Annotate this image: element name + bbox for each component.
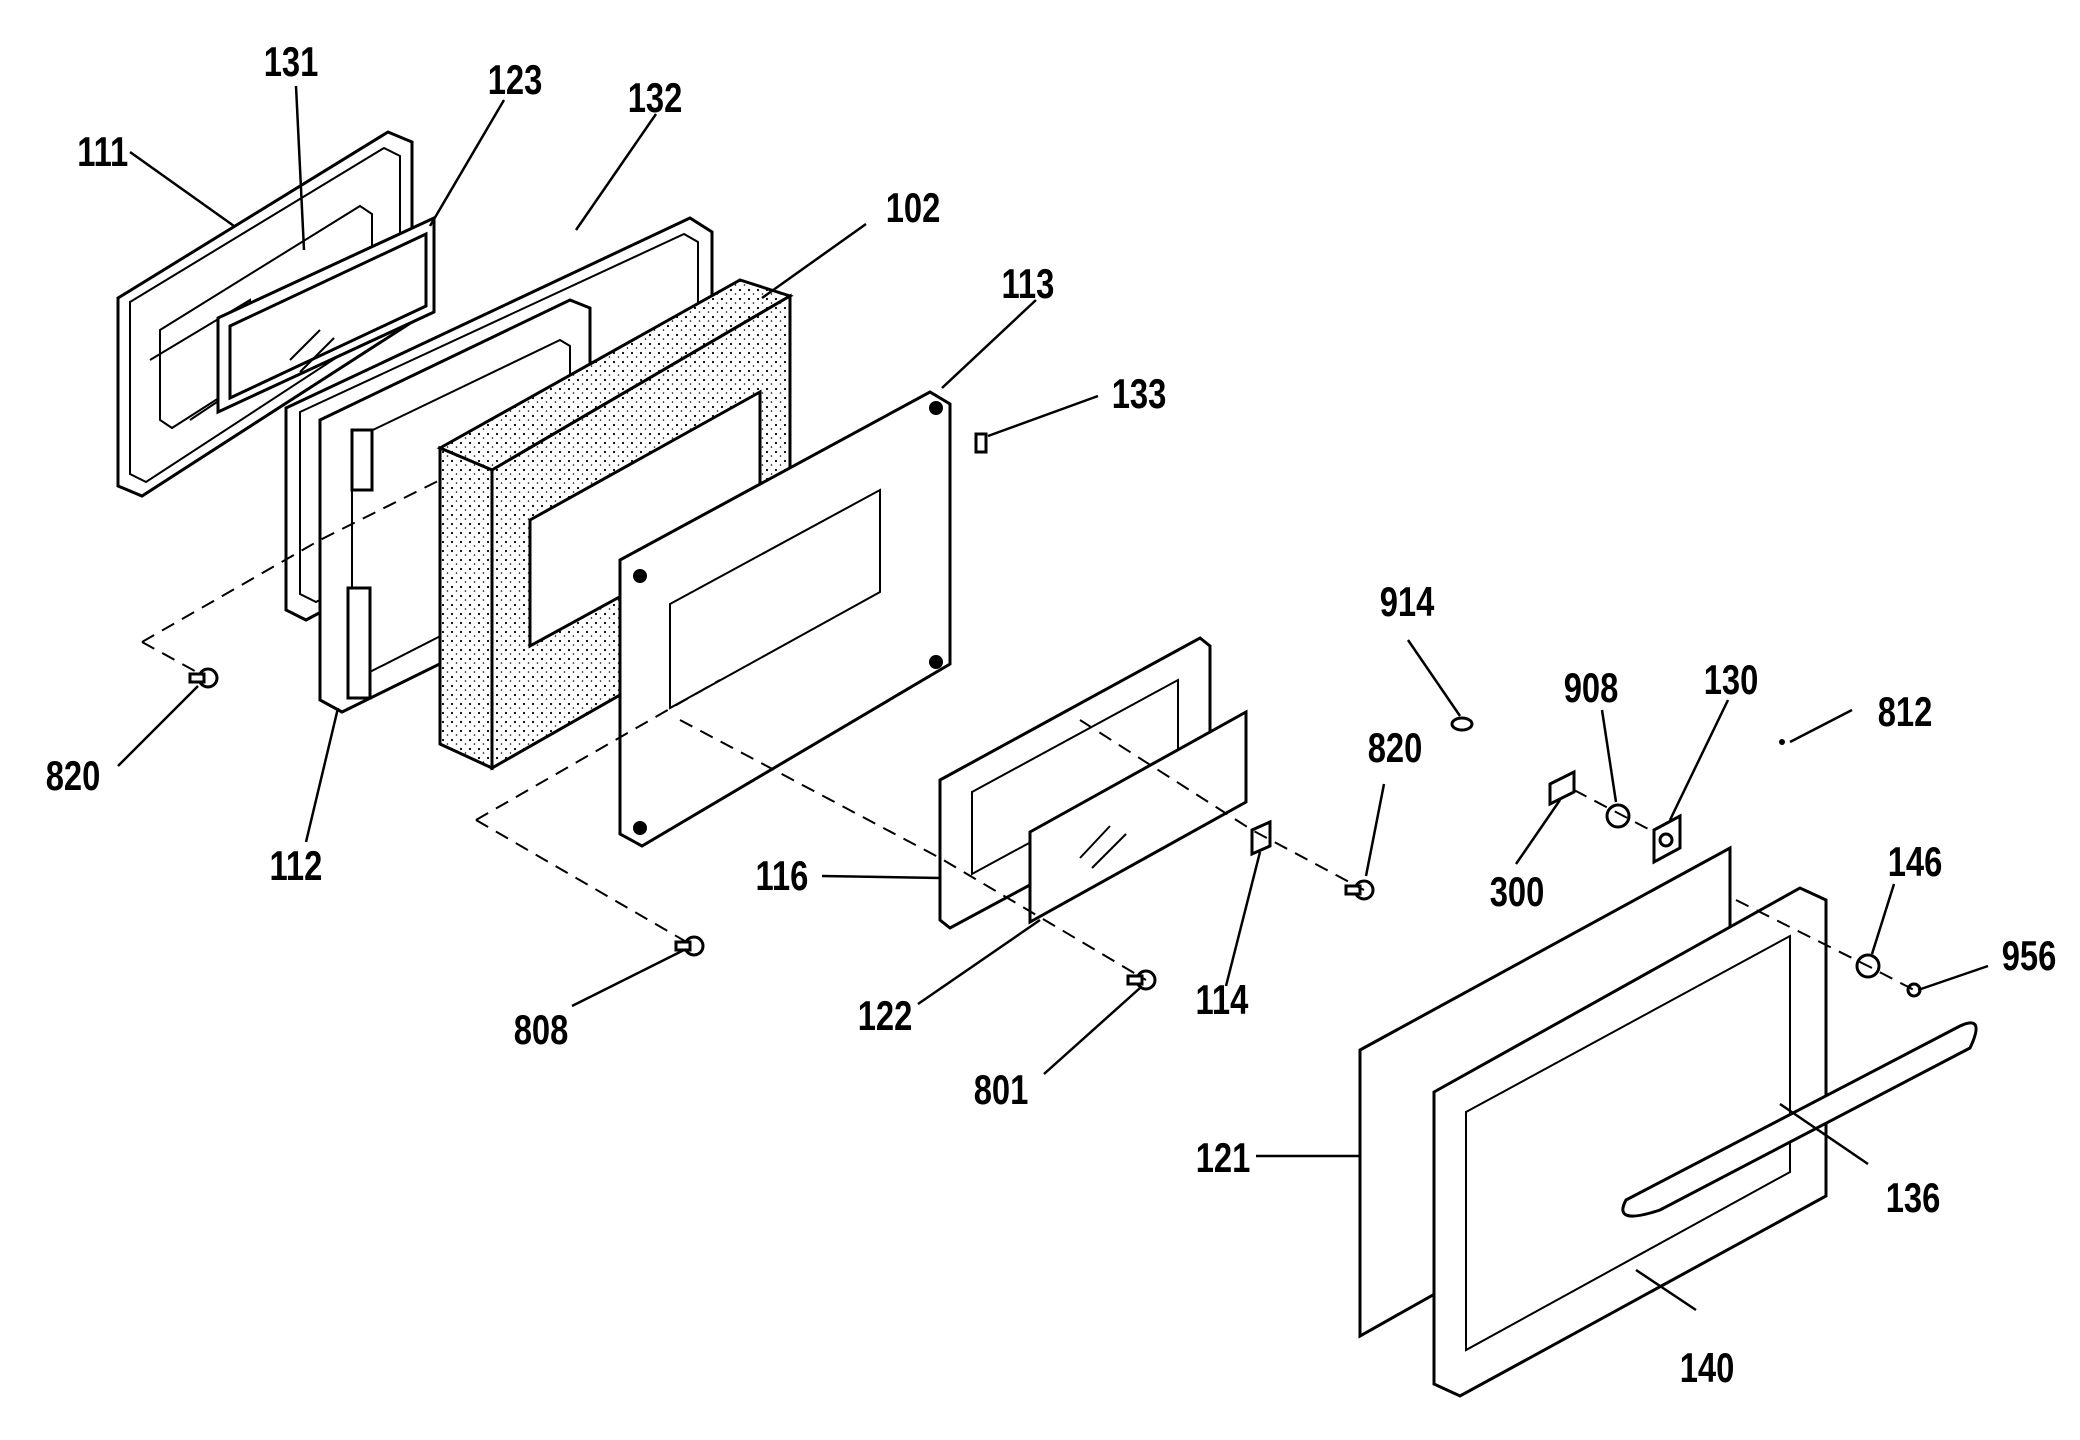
label-820-left: 820: [46, 752, 101, 799]
label-112: 112: [269, 842, 322, 889]
part-122-window-glass: [1028, 709, 1248, 925]
leader-lines: [117, 85, 1989, 1312]
part-114-clip: [1250, 819, 1272, 857]
label-146: 146: [1888, 838, 1943, 885]
part-130-clip: [1652, 813, 1682, 865]
part-914-screw: [1450, 716, 1474, 732]
label-300: 300: [1490, 868, 1545, 915]
label-956: 956: [2002, 932, 2057, 979]
part-820-screw-right: [1344, 879, 1375, 901]
part-820-screw-left: [188, 667, 219, 689]
label-111: 111: [77, 128, 128, 175]
label-113: 113: [1001, 260, 1054, 307]
part-123-inner-glass: [216, 215, 436, 415]
label-130: 130: [1704, 656, 1759, 703]
label-102: 102: [886, 184, 941, 231]
label-132: 132: [628, 74, 683, 121]
part-102-insulation: [436, 278, 794, 771]
label-116: 116: [755, 852, 808, 899]
label-914: 914: [1380, 578, 1435, 625]
part-812-screw: [1779, 739, 1785, 745]
label-808: 808: [514, 1006, 569, 1053]
part-140-outer-frame: [1432, 886, 1828, 1398]
part-300-bracket: [1548, 769, 1576, 807]
label-114: 114: [1195, 976, 1248, 1023]
label-131: 131: [264, 38, 319, 85]
label-801: 801: [974, 1066, 1029, 1113]
label-140: 140: [1680, 1344, 1735, 1391]
label-908: 908: [1564, 664, 1619, 711]
label-820-right: 820: [1368, 724, 1423, 771]
label-121: 121: [1196, 1134, 1251, 1181]
part-808-screw: [674, 935, 705, 957]
part-133-clip: [974, 432, 988, 454]
part-labels: 111 131 123 132 102 113 133 914 908 130 …: [46, 38, 2057, 1391]
label-136: 136: [1886, 1174, 1941, 1221]
label-812: 812: [1878, 688, 1933, 735]
label-133: 133: [1112, 370, 1167, 417]
label-123: 123: [488, 56, 543, 103]
part-908-washer: [1605, 803, 1631, 829]
assembly-guide-lines: [141, 479, 1915, 991]
label-122: 122: [858, 992, 913, 1039]
part-801-screw: [1126, 969, 1157, 991]
